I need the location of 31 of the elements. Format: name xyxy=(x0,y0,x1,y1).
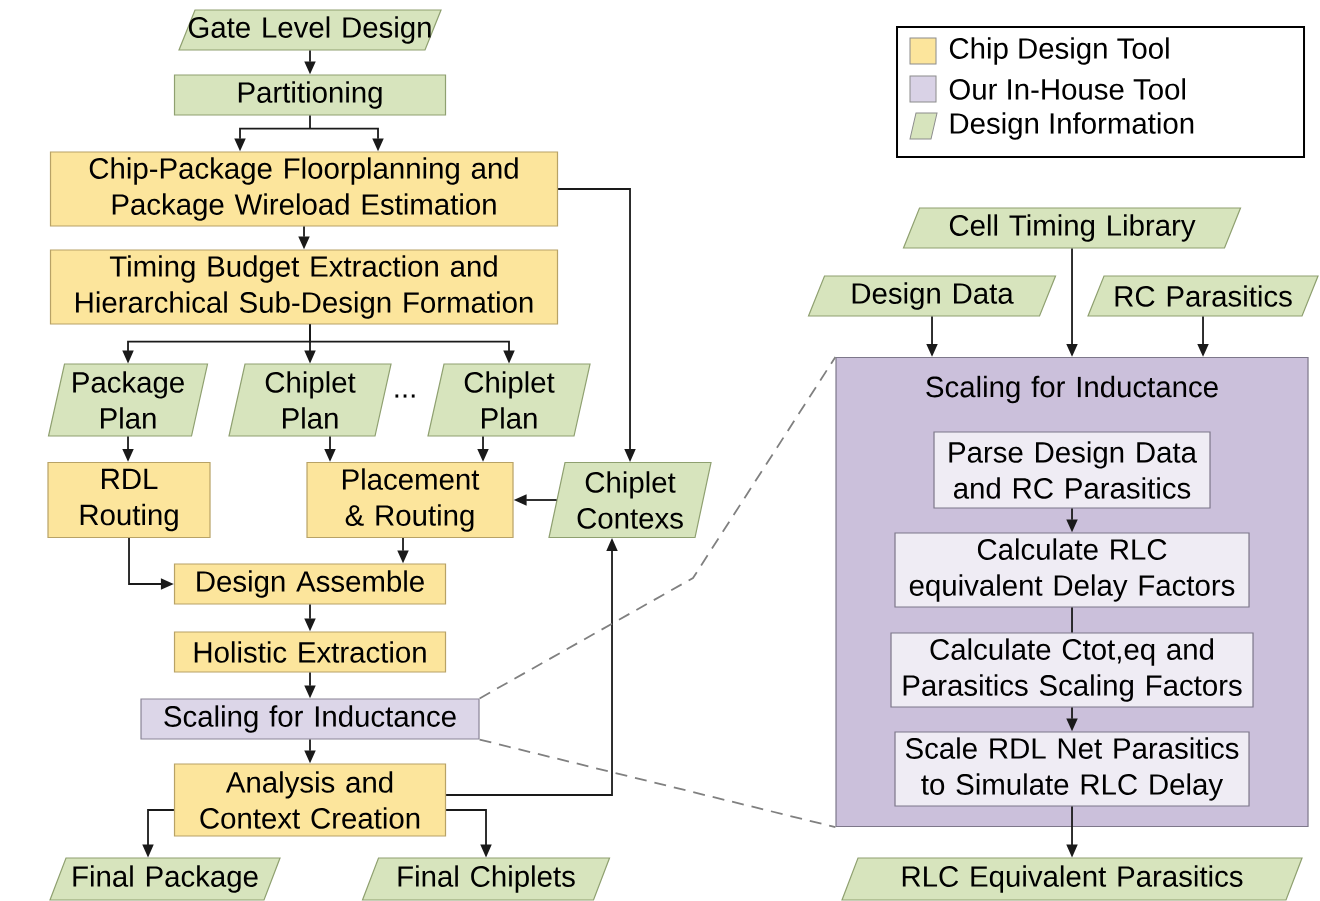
process-box: Design Assemble xyxy=(173,563,447,605)
data-parallelogram: Final Package xyxy=(49,857,281,901)
process-box: Placement & Routing xyxy=(306,461,514,539)
step-box: Calculate Ctot,eq and Parasitics Scaling Factors xyxy=(890,632,1254,708)
legend-label: Design Information xyxy=(950,112,1194,140)
step-box: Scale RDL Net Parasitics to Simulate RLC Delay xyxy=(894,731,1250,807)
process-box: RDL Routing xyxy=(47,461,211,539)
data-parallelogram: Package Plan xyxy=(47,363,209,437)
data-parallelogram: Chiplet Plan xyxy=(228,363,392,437)
step-box: Calculate RLC equivalent Delay Factors xyxy=(894,532,1250,608)
data-parallelogram: RLC Equivalent Parasitics xyxy=(841,857,1303,901)
data-parallelogram: Gate Level Design xyxy=(178,9,442,51)
process-box: Analysis and Context Creation xyxy=(173,763,447,837)
connector-line xyxy=(1071,606,1073,634)
data-parallelogram: Cell Timing Library xyxy=(902,207,1242,249)
legend-label: Our In-House Tool xyxy=(949,78,1185,100)
data-parallelogram: Design Data xyxy=(807,275,1057,317)
ellipsis: ... xyxy=(395,394,415,398)
data-parallelogram: Final Chiplets xyxy=(361,857,611,901)
data-parallelogram: Chiplet Contexs xyxy=(548,461,712,539)
step-box: Parse Design Data and RC Parasitics xyxy=(933,431,1211,509)
leader-line xyxy=(478,738,837,828)
data-parallelogram: RC Parasitics xyxy=(1087,275,1319,317)
leader-line xyxy=(478,356,837,700)
process-box: Partitioning xyxy=(173,74,447,116)
process-box: Holistic Extraction xyxy=(173,631,447,673)
process-box: Timing Budget Extraction and Hierarchical Sub-Design Formation xyxy=(49,249,559,325)
data-parallelogram: Chiplet Plan xyxy=(427,363,591,437)
process-box: Chip-Package Floorplanning and Package Wireload Estimation xyxy=(49,151,559,227)
legend-label: Chip Design Tool xyxy=(949,37,1169,65)
process-box: Scaling for Inductance xyxy=(140,698,480,740)
